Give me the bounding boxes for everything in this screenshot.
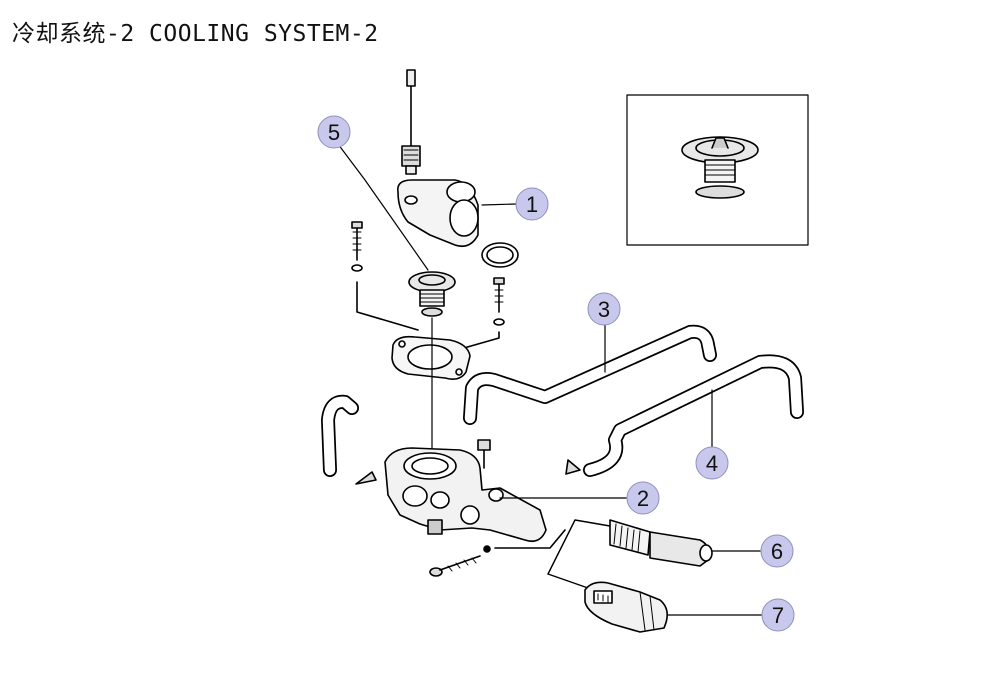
housing-gasket — [391, 335, 471, 380]
long-bolt-bottom — [429, 529, 566, 577]
callout-2: 2 — [626, 481, 660, 515]
thermostat-detail-inset — [626, 94, 809, 246]
callout-label-6: 6 — [771, 539, 783, 564]
callout-label-2: 2 — [637, 486, 649, 511]
mounting-bolt-right — [456, 277, 505, 351]
mounting-bolt-left — [351, 221, 419, 331]
thermostat — [408, 271, 456, 317]
callout-label-3: 3 — [598, 297, 610, 322]
callout-label-4: 4 — [706, 451, 718, 476]
callout-7: 7 — [761, 598, 795, 632]
temperature-sensor — [609, 519, 713, 567]
callout-label-7: 7 — [772, 603, 784, 628]
water-outlet-housing — [384, 439, 547, 543]
temperature-sender-rod — [401, 69, 421, 175]
thermostat-housing-elbow — [396, 179, 519, 268]
bypass-hose-left — [321, 394, 377, 485]
callout-6: 6 — [760, 534, 794, 568]
callout-label-1: 1 — [526, 192, 538, 217]
sensor-connector — [584, 581, 668, 633]
coolant-hose-lower — [565, 354, 804, 477]
callout-4: 4 — [695, 446, 729, 480]
page-title: 冷却系统-2 COOLING SYSTEM-2 — [12, 21, 379, 47]
callout-5: 5 — [317, 115, 351, 149]
callout-label-5: 5 — [328, 120, 340, 145]
callout-3: 3 — [587, 292, 621, 326]
callout-1: 1 — [515, 187, 549, 221]
coolant-hose-upper — [463, 324, 717, 425]
